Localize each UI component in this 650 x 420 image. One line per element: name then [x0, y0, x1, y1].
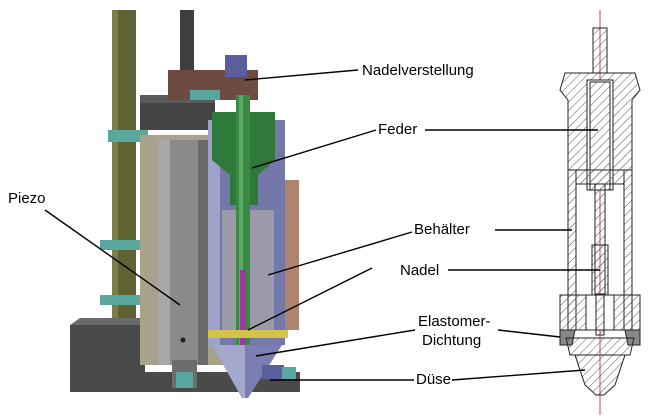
leader-nadel-left [247, 267, 373, 331]
leader-feder-left [251, 129, 377, 169]
label-nadelverstellung: Nadelverstellung [362, 62, 474, 79]
leader-lines [44, 69, 600, 381]
top-crossbar [140, 100, 215, 130]
bracket [108, 130, 148, 142]
needle [240, 270, 246, 355]
label-duese: Düse [416, 371, 452, 388]
leader-duese-right [451, 369, 586, 381]
label-dichtung-line1: Elastomer- [418, 313, 491, 330]
label-feder: Feder [378, 121, 418, 138]
cad-cutaway-view [70, 10, 300, 398]
leader-behaelter-left [267, 231, 413, 276]
label-dichtung-line2: Dichtung [422, 332, 482, 349]
leader-dichtung-right [497, 329, 561, 338]
label-nadel: Nadel [400, 262, 440, 279]
external-reservoir [285, 180, 299, 330]
label-behaelter: Behälter [414, 221, 470, 238]
leader-nadelverstellung [244, 69, 359, 81]
leader-piezo [44, 209, 181, 306]
cross-section-view [559, 10, 641, 415]
label-piezo: Piezo [8, 190, 46, 207]
guide-rod [180, 10, 194, 80]
elastomer-seal [208, 330, 288, 338]
leader-dichtung-left [255, 329, 416, 357]
